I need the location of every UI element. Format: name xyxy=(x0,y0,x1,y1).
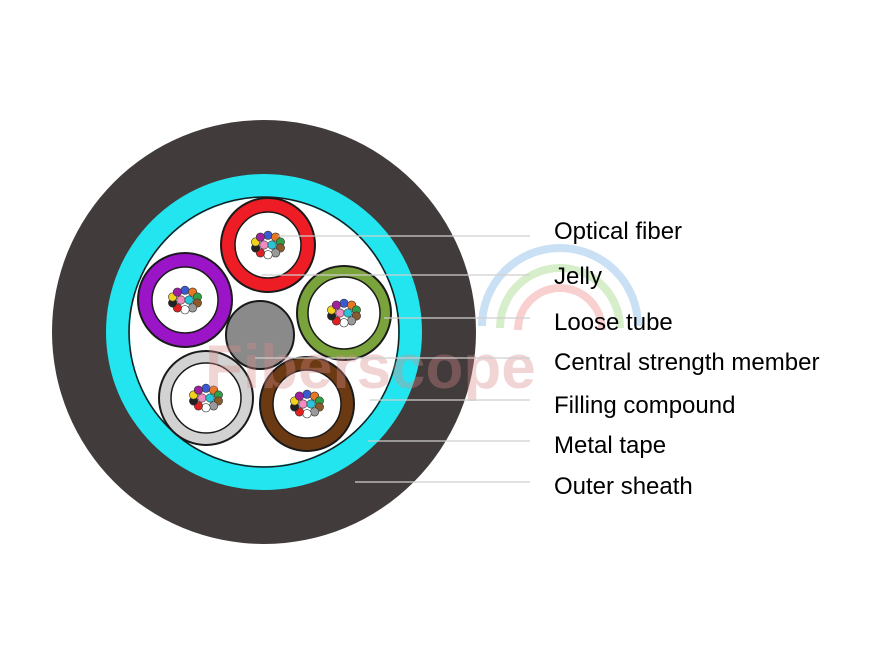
optical-fiber xyxy=(172,287,182,297)
watermark-arc-middle xyxy=(496,264,624,329)
optical-fiber xyxy=(271,248,281,258)
label-central-strength-member: Central strength member xyxy=(554,349,819,376)
optical-fiber xyxy=(335,308,345,318)
watermark-text: Fiberscope xyxy=(205,333,536,402)
optical-fiber xyxy=(310,407,320,417)
watermark-arc-outer xyxy=(478,244,642,327)
optical-fiber xyxy=(209,401,219,411)
optical-fiber xyxy=(188,303,198,313)
label-loose-tube: Loose tube xyxy=(554,309,673,336)
optical-fiber xyxy=(263,230,273,240)
metal-tape-inner-edge xyxy=(128,196,400,468)
optical-fiber xyxy=(347,316,357,326)
optical-fiber xyxy=(267,240,277,250)
fiber-bundle-red xyxy=(251,230,285,260)
optical-fiber xyxy=(176,295,186,305)
loose-tube-red xyxy=(220,197,316,293)
loose-tube-green xyxy=(296,265,392,361)
optical-fiber xyxy=(259,240,269,250)
optical-fiber xyxy=(201,403,211,413)
optical-fiber xyxy=(343,308,353,318)
fiber-bundle-brown xyxy=(290,389,324,419)
optical-fiber xyxy=(302,409,312,419)
label-metal-tape: Metal tape xyxy=(554,432,666,459)
central-strength-member xyxy=(225,300,295,370)
optical-fiber xyxy=(193,385,203,395)
optical-fiber xyxy=(180,285,190,295)
optical-fiber xyxy=(184,295,194,305)
loose-tube-purple xyxy=(137,252,233,348)
optical-fiber xyxy=(255,232,265,242)
loose-tube-white xyxy=(158,350,254,446)
loose-tube-brown xyxy=(259,356,355,452)
label-optical-fiber: Optical fiber xyxy=(554,218,682,245)
fiber-bundle-white xyxy=(189,383,223,413)
watermark-logo: Fiberscope xyxy=(205,244,642,402)
label-outer-sheath: Outer sheath xyxy=(554,473,693,500)
optical-fiber xyxy=(263,250,273,260)
label-jelly: Jelly xyxy=(554,263,602,290)
loose-tubes-group xyxy=(137,197,392,452)
optical-fiber xyxy=(339,318,349,328)
optical-fiber xyxy=(180,305,190,315)
watermark-arc-inner xyxy=(514,284,606,331)
optical-fiber xyxy=(294,391,304,401)
fiber-bundle-purple xyxy=(168,285,202,315)
optical-fiber xyxy=(339,298,349,308)
fiber-bundle-green xyxy=(327,298,361,328)
optical-fiber xyxy=(306,399,316,409)
optical-fiber xyxy=(331,300,341,310)
optical-fiber xyxy=(205,393,215,403)
label-filling-compound: Filling compound xyxy=(554,392,735,419)
